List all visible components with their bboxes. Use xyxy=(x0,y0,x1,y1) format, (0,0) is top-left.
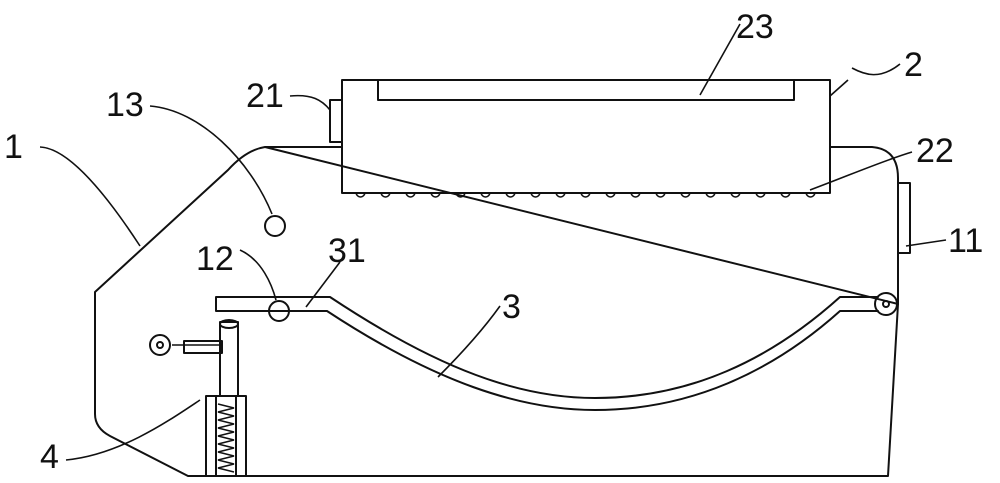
leader-2b xyxy=(829,79,849,97)
label-22: 22 xyxy=(916,132,954,170)
label-31: 31 xyxy=(328,232,366,270)
bump-row xyxy=(355,192,816,198)
leader-21 xyxy=(289,94,331,111)
right-pivot xyxy=(874,292,898,316)
label-12: 12 xyxy=(196,240,234,278)
label-21: 21 xyxy=(246,77,284,115)
latch-bar xyxy=(183,340,223,354)
latch-knob xyxy=(149,334,171,356)
upper-box xyxy=(341,79,831,194)
leader-2 xyxy=(851,63,901,76)
leader-22 xyxy=(809,151,913,191)
plunger-housing xyxy=(205,395,247,477)
label-2: 2 xyxy=(904,46,923,84)
hinge-pin xyxy=(268,300,290,322)
leader-12 xyxy=(239,249,277,301)
leader-31 xyxy=(305,261,341,308)
leader-lines xyxy=(39,23,947,461)
label-4: 4 xyxy=(40,438,59,476)
label-1: 1 xyxy=(4,128,23,166)
leader-13 xyxy=(149,105,273,215)
housing-body xyxy=(94,146,899,477)
side-tab xyxy=(329,99,343,143)
plunger-cap xyxy=(219,319,239,329)
leader-3 xyxy=(437,305,501,378)
latch-knob-center xyxy=(156,341,164,349)
spring xyxy=(217,403,235,473)
plunger-housing-walls xyxy=(215,395,237,477)
leader-1 xyxy=(39,146,141,247)
upper-strip xyxy=(377,79,795,101)
leader-4 xyxy=(65,399,201,461)
label-13: 13 xyxy=(106,86,144,124)
label-3: 3 xyxy=(502,288,521,326)
indicator-circle xyxy=(264,215,286,237)
leader-23 xyxy=(699,23,741,96)
label-23: 23 xyxy=(736,8,774,46)
plunger-rod xyxy=(219,321,239,397)
leader-11 xyxy=(905,239,947,247)
label-11: 11 xyxy=(948,222,983,260)
plunger-assembly xyxy=(149,319,247,477)
side-plate xyxy=(897,182,911,254)
curved-tray xyxy=(215,296,879,411)
right-pivot-center xyxy=(882,300,890,308)
